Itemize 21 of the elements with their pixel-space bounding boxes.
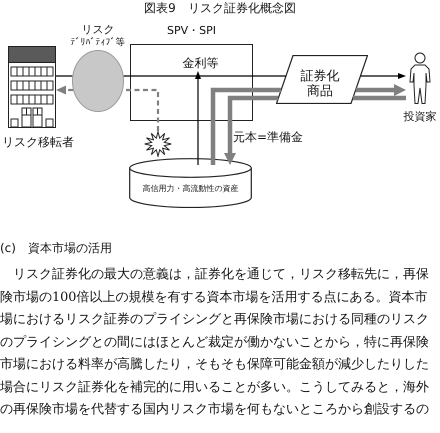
thick-connector-line xyxy=(210,88,281,165)
node-label: リスク xyxy=(82,23,114,36)
box-title: SPV・SPI xyxy=(166,24,216,37)
node-label: 投資家 xyxy=(404,110,436,123)
thick-arrow xyxy=(356,84,406,96)
dashed-arrow xyxy=(56,86,74,94)
node-label: 金利等 xyxy=(182,56,218,70)
arrow xyxy=(195,71,201,165)
connector-line xyxy=(124,75,286,77)
edge-label: 元本=準備金 xyxy=(233,130,304,145)
section-heading: (c) 資本市場の活用 xyxy=(0,241,112,255)
node-label: 高信用力・高流動性の資産 xyxy=(142,184,238,193)
node-label: ﾃﾞﾘﾊﾞﾃｨﾌﾞ等 xyxy=(70,37,126,48)
thick-connector-line xyxy=(353,96,406,100)
node-label: リスク移転者 xyxy=(2,135,74,149)
connector-line xyxy=(56,75,72,77)
thick-arrow xyxy=(224,96,278,165)
arrow xyxy=(360,73,406,79)
node-label: 証券化商品 xyxy=(300,69,340,99)
diagram-title: 図表9 リスク証券化概念図 xyxy=(144,1,296,15)
body-paragraph: リスク証券化の最大の意義は，証券化を通じて，リスク移転先に，再保険市場の100倍以上の規模を有する資本市場を活用する点にある。資本市場におけるリスク証券のプライシングと再保険市場における同種のリスクのプライシングとの間にはほとんど裁定が働かないことから，特に再保険市場における料率が高騰したり，そもそも保障可能金額が減少したりした場合にリスク証券化を補完的に用いることが多い。こうしてみると，海外の再保険市場を代替する国内リスク市場を何もないところから創設するの xyxy=(0,266,430,419)
